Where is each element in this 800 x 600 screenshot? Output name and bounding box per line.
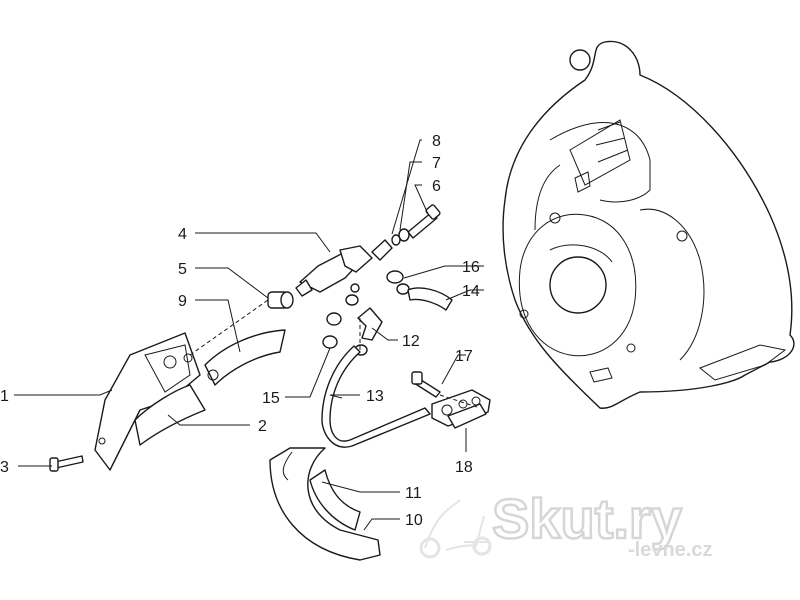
callout-11: 11 bbox=[405, 485, 422, 502]
watermark-tagline: -levne.cz bbox=[628, 539, 712, 561]
callout-9: 9 bbox=[178, 293, 187, 310]
callout-7: 7 bbox=[432, 155, 441, 172]
watermark: Skut.ry -levne.cz bbox=[419, 486, 712, 561]
part-15-clamp bbox=[322, 294, 359, 349]
callout-1: 1 bbox=[0, 388, 9, 405]
part-11-insert bbox=[309, 469, 361, 531]
part-7-washer bbox=[398, 228, 410, 242]
callout-5: 5 bbox=[178, 261, 187, 278]
watermark-brand: Skut.ry bbox=[492, 487, 682, 550]
callout-2: 2 bbox=[258, 418, 267, 435]
part-6-bolt bbox=[407, 204, 441, 239]
part-18-gasket bbox=[431, 389, 491, 429]
assembly-guides bbox=[189, 299, 481, 409]
part-16-clamp bbox=[386, 270, 410, 295]
callout-18: 18 bbox=[455, 459, 473, 476]
engine-cover-housing bbox=[502, 40, 795, 409]
callout-numbers: 1 2 3 4 5 6 7 8 9 10 11 12 13 14 15 16 1… bbox=[0, 133, 480, 529]
callout-10: 10 bbox=[405, 512, 423, 529]
part-1-bracket bbox=[94, 332, 201, 471]
part-17-bolt bbox=[411, 371, 441, 398]
callout-17: 17 bbox=[455, 348, 473, 365]
part-10-shield bbox=[269, 447, 381, 561]
scooter-logo bbox=[419, 499, 492, 559]
part-9-strip bbox=[204, 329, 286, 386]
part-5-bushing bbox=[267, 291, 294, 309]
part-2-pad bbox=[134, 384, 206, 446]
callout-8: 8 bbox=[432, 133, 441, 150]
part-13-hose bbox=[321, 345, 431, 448]
callout-3: 3 bbox=[0, 459, 9, 476]
callout-4: 4 bbox=[178, 226, 187, 243]
callout-12: 12 bbox=[402, 333, 420, 350]
part-14-hose bbox=[407, 287, 453, 311]
part-12-elbow bbox=[354, 307, 383, 356]
callout-14: 14 bbox=[462, 283, 480, 300]
part-8-washer bbox=[391, 234, 401, 246]
part-3-screw bbox=[49, 455, 84, 472]
callout-6: 6 bbox=[432, 178, 441, 195]
leader-lines bbox=[14, 139, 484, 531]
callout-16: 16 bbox=[462, 259, 480, 276]
callout-15: 15 bbox=[262, 390, 280, 407]
callout-13: 13 bbox=[366, 388, 384, 405]
part-4-valve bbox=[295, 239, 393, 297]
